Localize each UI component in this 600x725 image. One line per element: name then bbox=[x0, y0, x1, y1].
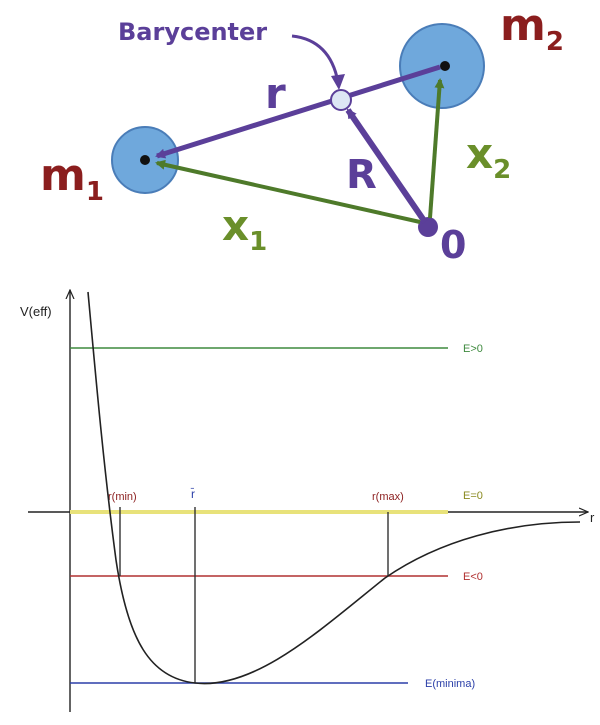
rbar-label: r̄ bbox=[190, 487, 195, 501]
m1-label: m1 bbox=[40, 150, 104, 207]
level-e-zero-label: E=0 bbox=[463, 490, 483, 502]
x2-label: x2 bbox=[466, 129, 511, 185]
effective-potential-graph: V(eff) r E>0 E=0 E<0 E(minima) r(min) r̄… bbox=[20, 290, 595, 712]
level-e-negative-label: E<0 bbox=[463, 571, 483, 583]
R-vector bbox=[345, 108, 428, 224]
x2-vector bbox=[428, 78, 445, 219]
r-vector bbox=[155, 64, 441, 159]
r-label: r bbox=[265, 69, 286, 118]
origin-label: 0 bbox=[440, 223, 466, 267]
x1-vector bbox=[155, 159, 421, 224]
y-axis-label: V(eff) bbox=[20, 304, 52, 319]
barycenter-marker bbox=[330, 89, 352, 111]
level-e-minima-label: E(minima) bbox=[425, 678, 475, 690]
mass-2-center bbox=[440, 61, 450, 71]
x1-label: x1 bbox=[222, 201, 267, 257]
rmax-label: r(max) bbox=[372, 491, 404, 503]
R-label: R bbox=[346, 152, 377, 198]
barycenter-label: Barycenter bbox=[118, 18, 267, 46]
mass-1-center bbox=[140, 155, 150, 165]
level-e-positive-label: E>0 bbox=[463, 343, 483, 355]
barycenter-callout-arrow bbox=[291, 34, 340, 83]
rmin-label: r(min) bbox=[108, 491, 137, 503]
x-axis-label: r bbox=[590, 510, 595, 525]
effective-potential-curve bbox=[87, 291, 581, 685]
barycenter-callout-arrowhead bbox=[331, 74, 345, 90]
two-body-diagram: Barycenter m1 m2 r R x1 x2 0 bbox=[40, 0, 564, 267]
m2-label: m2 bbox=[500, 0, 564, 57]
